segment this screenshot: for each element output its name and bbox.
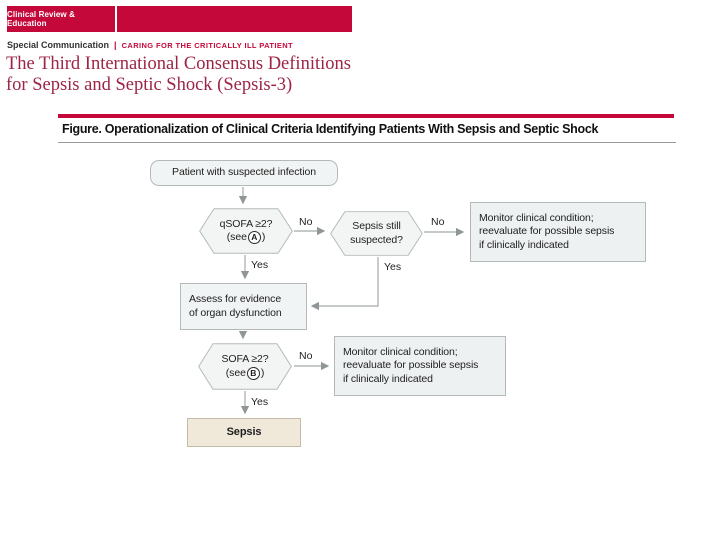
- assess-line1: Assess for evidence: [189, 292, 282, 305]
- sofa-see-suffix: ): [260, 366, 265, 379]
- ref-b-badge: B: [246, 366, 260, 380]
- qsofa-see-prefix: (see: [226, 231, 247, 243]
- edge-label-no-qsofa: No: [299, 216, 313, 228]
- node-monitor-1: Monitor clinical condition; reevaluate f…: [470, 202, 646, 262]
- hexagon-shape: [330, 211, 423, 256]
- sepsis-still-line2: suspected?: [350, 233, 403, 246]
- edge-label-yes-sepsis-still: Yes: [384, 261, 402, 273]
- node-sofa-decision: SOFA ≥2? (see B ): [198, 343, 292, 390]
- hexagon-shape: [199, 208, 293, 254]
- article-theme-label: CARING FOR THE CRITICALLY ILL PATIENT: [121, 41, 294, 50]
- monitor2-line2: reevaluate for possible sepsis: [343, 359, 479, 372]
- node-assess-organ-dysfunction: Assess for evidence of organ dysfunction: [180, 283, 307, 330]
- edge-label-no-sepsis-still: No: [431, 216, 445, 228]
- monitor1-line1: Monitor clinical condition;: [479, 211, 594, 224]
- node-qsofa-decision: qSOFA ≥2? (see A ): [199, 208, 293, 254]
- arrow-sepsis-still-yes: [310, 257, 379, 311]
- journal-section-label: Clinical Review & Education: [7, 10, 75, 28]
- article-title-line1: The Third International Consensus Defini…: [6, 54, 351, 74]
- assess-line2: of organ dysfunction: [189, 306, 282, 319]
- article-type-label: Special Communication: [7, 40, 110, 50]
- figure-divider-rule: [58, 142, 676, 143]
- figure-top-rule: [58, 114, 674, 118]
- article-title: The Third International Consensus Defini…: [6, 54, 351, 96]
- kicker-separator: |: [114, 40, 117, 50]
- monitor2-line1: Monitor clinical condition;: [343, 345, 458, 358]
- article-kicker: Special Communication | CARING FOR THE C…: [7, 40, 293, 50]
- monitor1-line3: if clinically indicated: [479, 238, 569, 251]
- node-sepsis-result: Sepsis: [187, 418, 301, 447]
- sepsis-still-line1: Sepsis still: [352, 220, 401, 233]
- sofa-see-prefix: (see: [225, 366, 246, 379]
- qsofa-see-suffix: ): [261, 231, 266, 243]
- sofa-question: SOFA ≥2?: [221, 353, 269, 366]
- journal-section-banner: Clinical Review & Education: [7, 6, 115, 32]
- article-title-line2: for Sepsis and Septic Shock (Sepsis-3): [6, 75, 293, 95]
- monitor2-line3: if clinically indicated: [343, 372, 433, 385]
- hexagon-shape: [198, 343, 292, 390]
- sofa-see-ref: (see B ): [226, 367, 264, 380]
- node-patient-suspected-infection: Patient with suspected infection: [150, 160, 338, 186]
- qsofa-question: qSOFA ≥2?: [219, 217, 273, 230]
- monitor1-line2: reevaluate for possible sepsis: [479, 225, 615, 238]
- edge-label-yes-qsofa: Yes: [251, 259, 269, 271]
- node-patient-label: Patient with suspected infection: [172, 166, 316, 179]
- figure-title: Figure. Operationalization of Clinical C…: [62, 122, 599, 136]
- banner-extension-bar: [117, 6, 352, 32]
- edge-label-no-sofa: No: [299, 350, 313, 362]
- qsofa-see-ref: (see A ): [226, 231, 266, 245]
- sepsis-result-label: Sepsis: [226, 426, 262, 439]
- ref-a-badge: A: [247, 231, 261, 245]
- node-sepsis-still-suspected: Sepsis still suspected?: [330, 211, 423, 256]
- node-monitor-2: Monitor clinical condition; reevaluate f…: [334, 336, 506, 396]
- edge-label-yes-sofa: Yes: [251, 396, 269, 408]
